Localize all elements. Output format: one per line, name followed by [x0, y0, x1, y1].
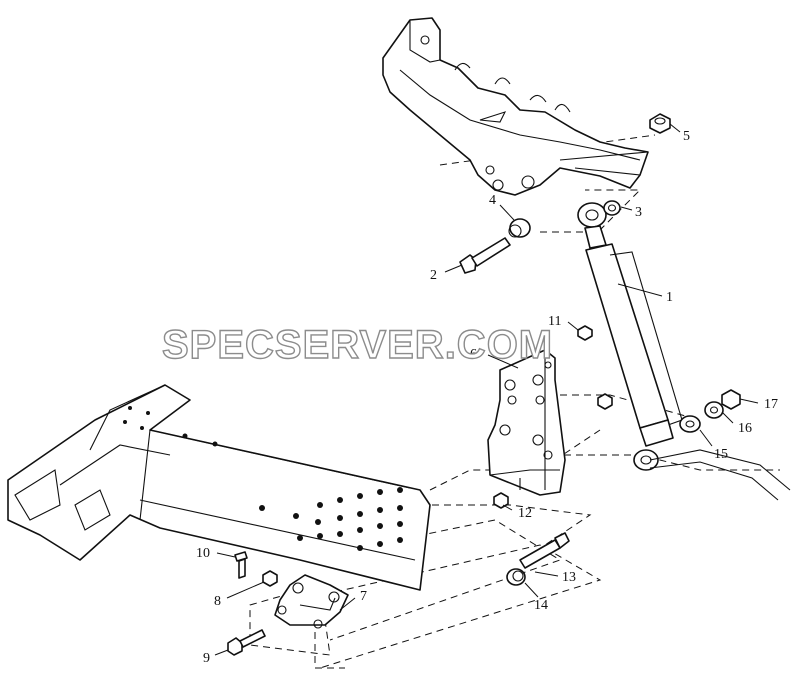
callout-15: 15	[714, 447, 728, 462]
fastener-bolt-13	[519, 532, 570, 569]
callout-5: 5	[683, 129, 690, 144]
fastener-washer-14	[506, 568, 526, 586]
callout-1: 1	[666, 290, 673, 305]
leader-lines	[214, 123, 759, 656]
callout-13: 13	[562, 570, 576, 585]
callout-7: 7	[360, 589, 367, 604]
small-bracket	[274, 574, 349, 629]
shock-absorber	[577, 202, 791, 501]
callout-11: 11	[548, 314, 561, 329]
callout-12: 12	[518, 506, 532, 521]
fastener-nut-11	[577, 325, 593, 341]
upper-bracket	[382, 17, 649, 196]
callout-2: 2	[430, 268, 437, 283]
callout-14: 14	[534, 598, 548, 613]
fastener-nut-8	[262, 570, 278, 587]
fastener-washer-3	[603, 200, 621, 216]
callout-8: 8	[214, 594, 221, 609]
callout-17: 17	[764, 397, 778, 412]
callout-labels: 1 2 3 4 5 6 7 8 9 10 11 12 13 14 15 16 1…	[196, 129, 778, 666]
fastener-bolt-9	[227, 629, 266, 656]
fastener-nut-17	[721, 389, 741, 410]
callout-9: 9	[203, 651, 210, 666]
fastener-nut-12	[493, 492, 509, 509]
frame-holes	[123, 406, 403, 551]
fastener-bushing-4	[508, 218, 531, 238]
fastener-bolt-2	[459, 237, 511, 274]
fastener-washer-16	[704, 401, 724, 419]
callout-10: 10	[196, 546, 210, 561]
fastener-nut-extra	[597, 393, 613, 410]
frame-rail	[7, 384, 431, 591]
callout-3: 3	[635, 205, 642, 220]
callout-4: 4	[489, 193, 496, 208]
watermark-text: SPECSERVER.COM	[162, 323, 553, 367]
fastener-bolt-10	[234, 551, 248, 579]
callout-6: 6	[470, 347, 477, 362]
fastener-nut-5	[649, 113, 671, 134]
vertical-bracket	[487, 349, 566, 496]
callout-16: 16	[738, 421, 752, 436]
fastener-washer-15	[679, 415, 701, 433]
